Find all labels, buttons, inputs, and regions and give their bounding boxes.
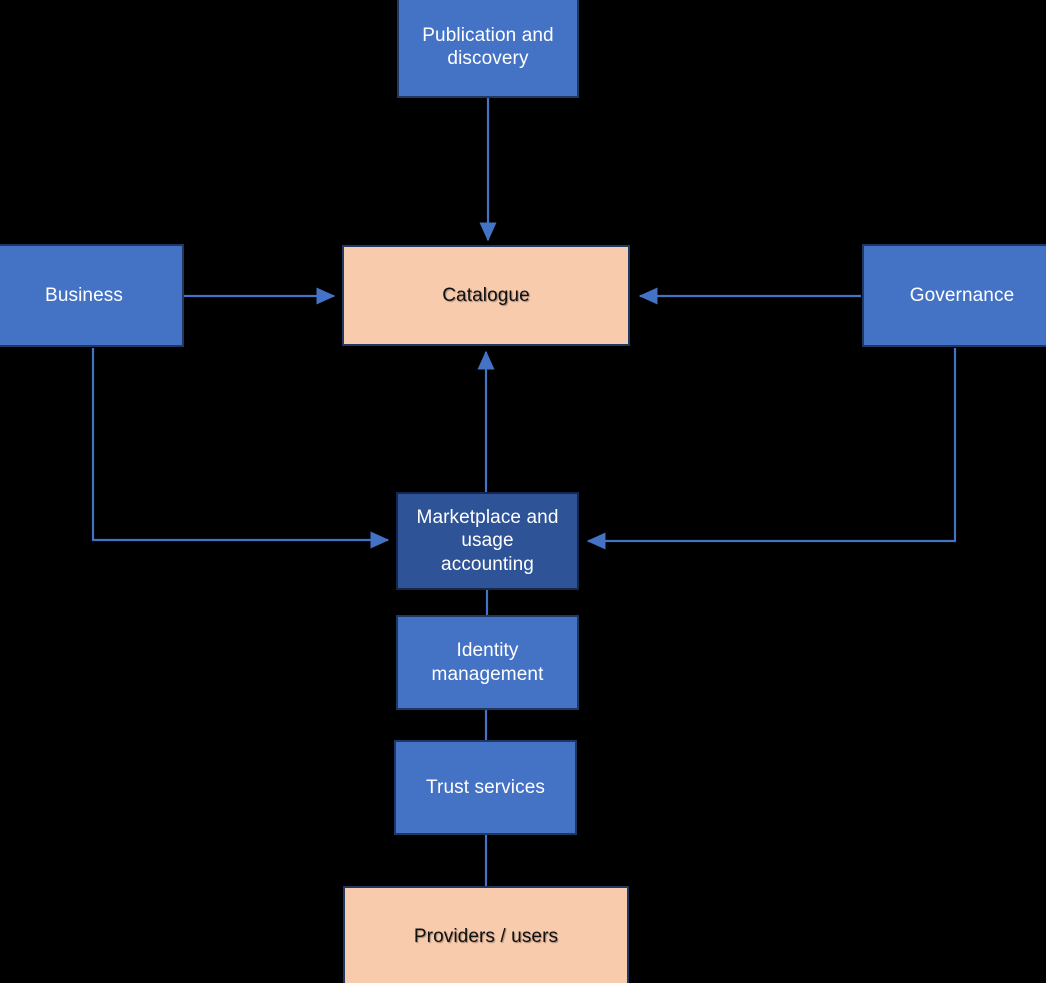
connector-business-to-marketplace: [91, 348, 390, 549]
node-publication[interactable]: Publication and discovery: [397, 0, 579, 98]
node-label-governance: Governance: [909, 284, 1015, 306]
node-label-providers: Providers / users: [413, 925, 559, 947]
node-label-publication: Publication and discovery: [422, 24, 554, 69]
node-identity[interactable]: Identity management: [396, 615, 579, 710]
node-business[interactable]: Business: [0, 244, 184, 347]
node-trust[interactable]: Trust services: [394, 740, 577, 835]
node-governance[interactable]: Governance: [862, 244, 1046, 347]
node-label-business: Business: [45, 284, 123, 306]
node-providers[interactable]: Providers / users: [343, 886, 629, 983]
node-label-catalogue: Catalogue: [442, 284, 530, 306]
node-marketplace[interactable]: Marketplace and usage accounting: [396, 492, 579, 590]
node-label-identity: Identity management: [431, 640, 544, 685]
node-label-marketplace: Marketplace and usage accounting: [416, 507, 559, 575]
connector-governance-to-marketplace: [586, 348, 957, 550]
node-catalogue[interactable]: Catalogue: [342, 245, 630, 346]
node-label-trust: Trust services: [426, 776, 545, 798]
